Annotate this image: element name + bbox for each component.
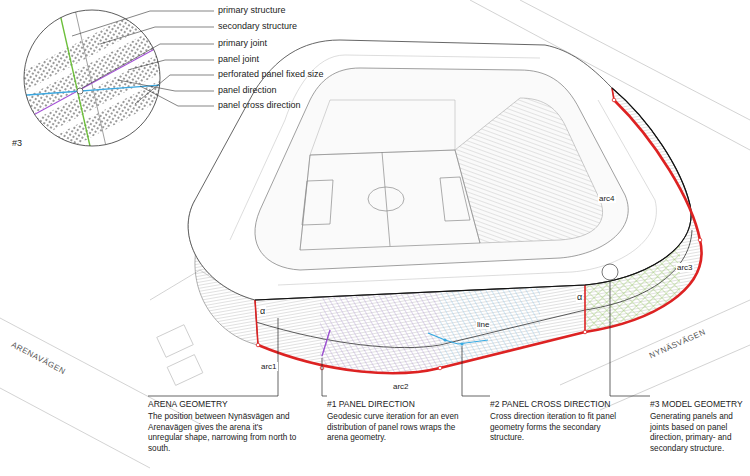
- callout-label: secondary structure: [218, 21, 297, 31]
- angle-label: α: [259, 306, 266, 316]
- section-body: Cross direction iteration to fit panel g…: [490, 412, 635, 444]
- callout-label: panel cross direction: [218, 100, 301, 110]
- section-body: The position between Nynäsvägen and Aren…: [148, 412, 298, 454]
- callout-label: primary structure: [218, 5, 286, 15]
- section-heading: #2 PANEL CROSS DIRECTION: [490, 400, 610, 410]
- callout-label: panel joint: [218, 54, 259, 64]
- arc-label: arc2: [392, 382, 410, 391]
- section-heading: #3 MODEL GEOMETRY: [650, 400, 743, 410]
- line-label: line: [476, 320, 490, 329]
- street-name: ARENAVÄGEN: [10, 340, 67, 376]
- section-body: Generating panels and joints based on pa…: [650, 412, 744, 454]
- section-heading: ARENA GEOMETRY: [148, 400, 228, 410]
- arc-label: arc4: [598, 194, 616, 203]
- angle-label: α: [576, 292, 583, 302]
- arc-label: arc1: [260, 362, 278, 371]
- section-heading: #1 PANEL DIRECTION: [327, 400, 415, 410]
- callout-number: #3: [12, 138, 22, 148]
- callout-label: perforated panel fixed size: [218, 69, 324, 79]
- arc-label: arc3: [676, 263, 694, 272]
- callout-label: primary joint: [218, 38, 267, 48]
- callout-label: panel direction: [218, 85, 277, 95]
- section-body: Geodesic curve iteration for an even dis…: [327, 412, 472, 444]
